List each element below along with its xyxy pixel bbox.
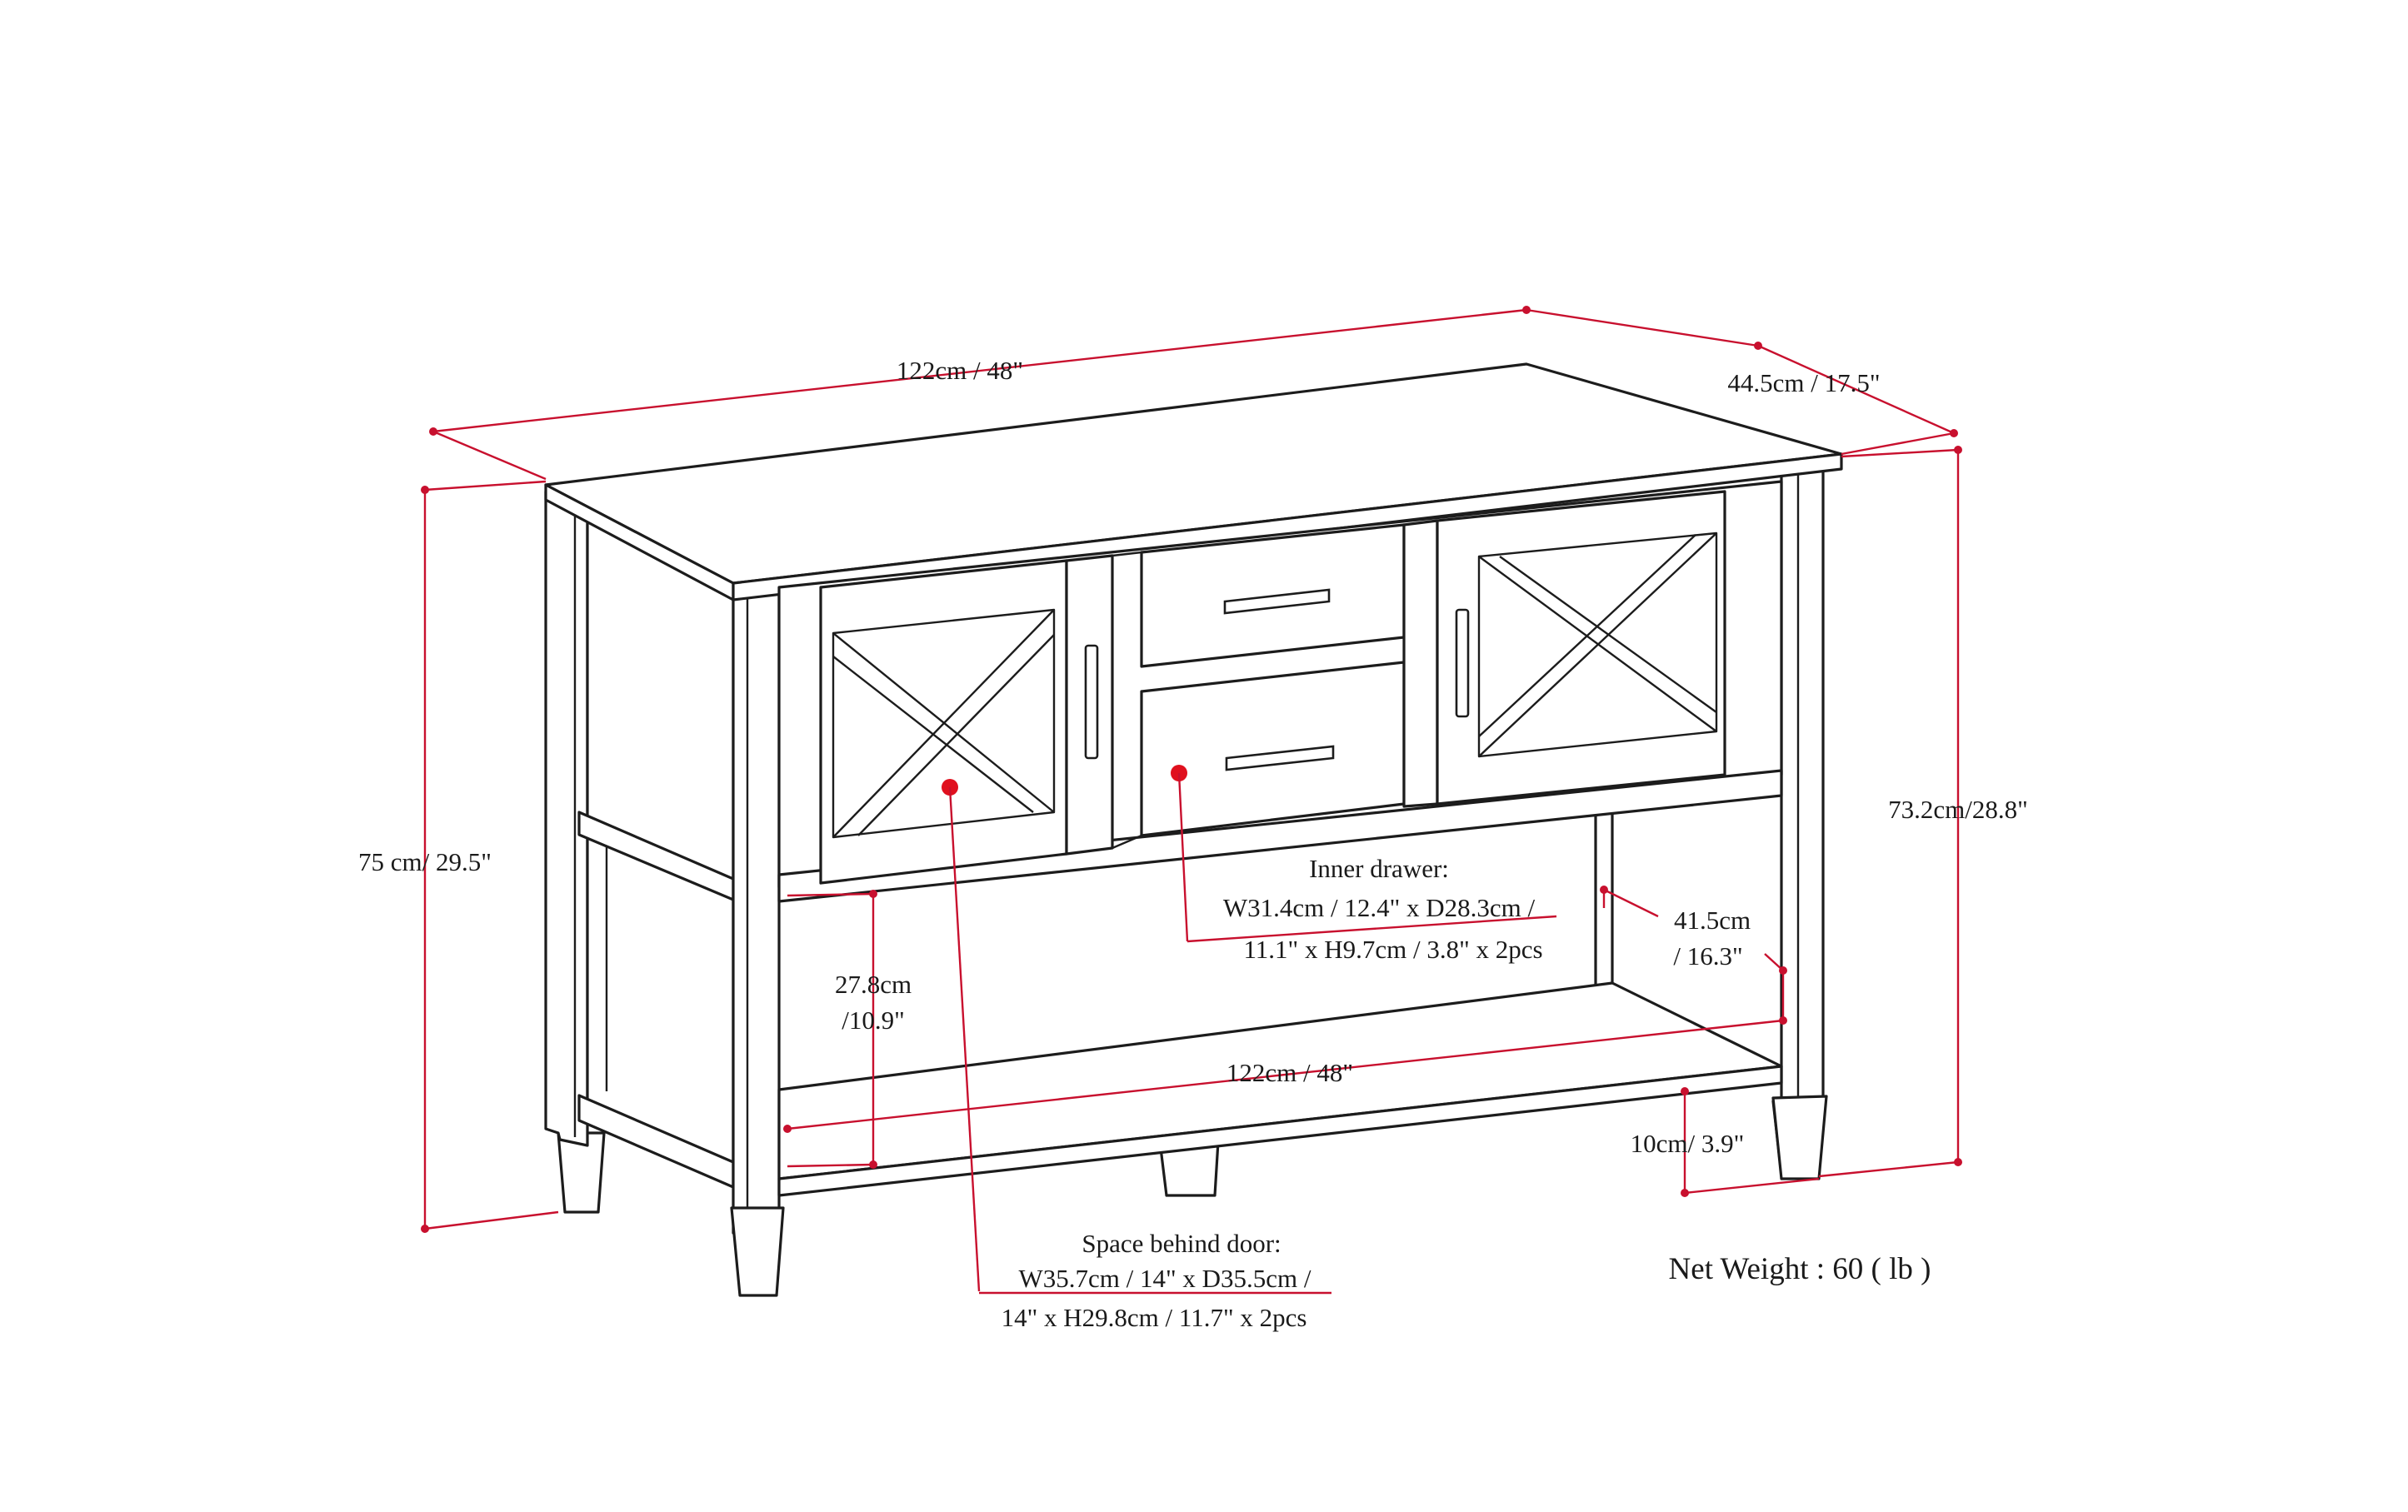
space-behind-door-title: Space behind door: bbox=[1082, 1229, 1281, 1258]
sideboard-drawing bbox=[544, 362, 1843, 1297]
shelf-clearance-label-line2: /10.9" bbox=[842, 1006, 905, 1035]
front-left-post bbox=[732, 573, 781, 1235]
dimension-labels: 122cm / 48" 44.5cm / 17.5" 75 cm/ 29.5" … bbox=[358, 356, 2028, 1332]
overall-height-left-label: 75 cm/ 29.5" bbox=[358, 847, 492, 876]
overall-height-right-label: 73.2cm/28.8" bbox=[1888, 795, 2028, 824]
space-behind-door-line1: W35.7cm / 14" x D35.5cm / bbox=[1018, 1264, 1311, 1293]
shelf-depth-label-line2: / 16.3" bbox=[1673, 941, 1742, 971]
leg-height-label: 10cm/ 3.9" bbox=[1631, 1129, 1745, 1158]
left-door-handle-icon bbox=[1084, 644, 1099, 760]
inner-drawer-title: Inner drawer: bbox=[1309, 854, 1449, 883]
top-width-label: 122cm / 48" bbox=[897, 356, 1023, 385]
right-door bbox=[1436, 490, 1726, 806]
space-behind-door-line2: 14" x H29.8cm / 11.7" x 2pcs bbox=[1002, 1303, 1307, 1332]
right-door-handle-icon bbox=[1455, 608, 1470, 718]
back-left-leg bbox=[557, 1131, 606, 1214]
inner-drawer-line1: W31.4cm / 12.4" x D28.3cm / bbox=[1223, 893, 1536, 922]
front-left-leg bbox=[730, 1206, 785, 1297]
upper-drawer-handle-icon bbox=[1223, 588, 1331, 615]
inner-drawer-line2: 11.1" x H9.7cm / 3.8" x 2pcs bbox=[1243, 935, 1542, 964]
shelf-width-label: 122cm / 48" bbox=[1226, 1058, 1353, 1087]
top-depth-label: 44.5cm / 17.5" bbox=[1727, 368, 1880, 397]
center-stile-right bbox=[1402, 519, 1439, 808]
shelf-clearance-label-line1: 27.8cm bbox=[835, 970, 912, 999]
lower-drawer-handle-icon bbox=[1225, 745, 1335, 771]
right-side-post bbox=[1780, 465, 1825, 1110]
net-weight-label: Net Weight : 60 ( lb ) bbox=[1669, 1252, 1931, 1286]
shelf-depth-label-line1: 41.5cm bbox=[1674, 906, 1751, 935]
front-right-leg bbox=[1771, 1095, 1828, 1180]
dimension-lines bbox=[421, 306, 1962, 1295]
